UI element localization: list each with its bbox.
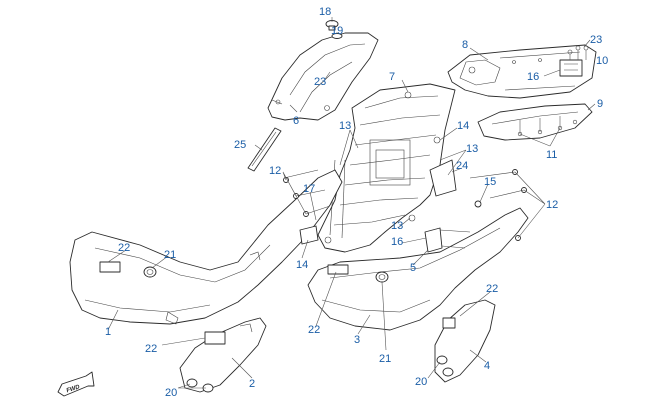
callout-13: 13: [339, 120, 351, 132]
callout-5: 5: [410, 262, 416, 274]
callout-21: 21: [379, 353, 391, 365]
leader-lines: [107, 17, 596, 389]
callout-13: 13: [391, 220, 403, 232]
callout-23: 23: [590, 34, 602, 46]
small-fasteners: [283, 159, 527, 253]
callout-17: 17: [303, 183, 315, 195]
callout-24: 24: [456, 160, 468, 172]
callout-1: 1: [105, 326, 111, 338]
callout-12: 12: [546, 199, 558, 211]
callout-8: 8: [462, 39, 468, 51]
part-10-16-23-bolts: [559, 45, 589, 77]
callout-19: 19: [331, 25, 343, 37]
callout-22: 22: [118, 242, 130, 254]
part-3-right-panel: [307, 207, 529, 331]
callout-10: 10: [596, 55, 608, 67]
callout-14: 14: [457, 120, 469, 132]
callout-15: 15: [484, 176, 496, 188]
callout-22: 22: [145, 343, 157, 355]
callout-22: 22: [486, 283, 498, 295]
part-6-upper-cover: [267, 32, 379, 121]
callout-22: 22: [308, 324, 320, 336]
callout-14: 14: [296, 259, 308, 271]
part-25-strap: [247, 127, 282, 172]
part-4-lower-right-trim: [434, 299, 496, 383]
callout-11: 11: [546, 149, 557, 161]
callout-12: 12: [269, 165, 281, 177]
callout-4: 4: [484, 360, 490, 372]
part-1-left-panel: [69, 169, 343, 325]
callout-9: 9: [597, 98, 603, 110]
callout-16: 16: [527, 71, 539, 83]
callout-labels: 18 19 23 6 8 23 10 16 7 9 13 14 11 25 13…: [105, 6, 608, 399]
callout-20: 20: [415, 376, 427, 388]
callout-3: 3: [354, 334, 360, 346]
callout-21: 21: [164, 249, 176, 261]
callout-7: 7: [389, 71, 395, 83]
fwd-label: FWD: [66, 384, 81, 394]
callout-18: 18: [319, 6, 331, 18]
callout-13: 13: [466, 143, 478, 155]
callout-20: 20: [165, 387, 177, 399]
fwd-arrow-icon: FWD: [57, 371, 95, 397]
callout-23: 23: [314, 76, 326, 88]
callout-6: 6: [293, 115, 299, 127]
callout-16: 16: [391, 236, 403, 248]
part-9-under-panel: [477, 103, 593, 141]
callout-2: 2: [249, 378, 255, 390]
part-2-lower-trim: [179, 317, 267, 393]
callout-25: 25: [234, 139, 246, 151]
